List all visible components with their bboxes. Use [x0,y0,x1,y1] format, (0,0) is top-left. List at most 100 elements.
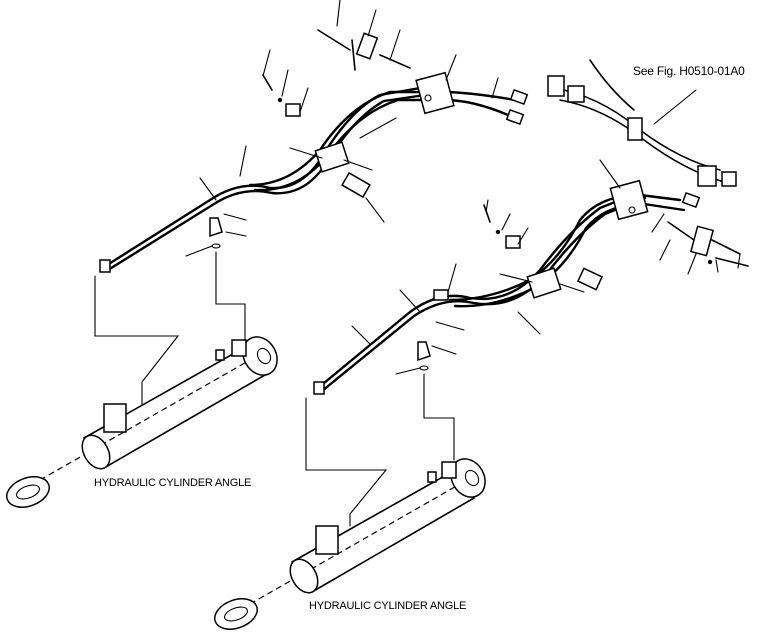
leader-line [336,0,341,27]
leader-line [223,213,247,221]
reference-hose [589,59,635,111]
routing-line [215,251,246,343]
reference-clamp [627,117,643,141]
hose-block [415,71,455,115]
port-block [441,461,457,479]
cylinder-head [450,458,486,498]
leader-line [343,159,373,171]
leader-line [367,9,377,37]
leader-line [445,54,457,81]
routing-line [305,397,388,527]
clamp-part [576,267,604,291]
leader-line [225,231,247,237]
see-figure-reference: See Fig. H0510-01A0 [633,64,745,78]
clamp-block [505,235,521,249]
reference-pointer [653,89,697,125]
hose-fitting [681,191,701,209]
o-ring [419,365,429,371]
leader-line [431,345,457,355]
leader-line [185,245,213,257]
cylinder-angle-label-1: HYDRAULIC CYLINDER ANGLE [94,477,252,489]
leader-line [399,289,421,313]
bracket-plate [355,32,379,60]
pin-bore [464,469,480,487]
hose-line [448,193,682,302]
clamp-block [285,103,301,117]
bracket-plate [689,225,715,257]
leader-line [289,147,323,159]
bolt-hole [424,94,432,102]
leader-line [365,197,385,223]
hose-fitting [433,289,449,301]
leader-line [239,145,247,177]
reference-fitting [567,85,585,103]
elbow-fitting [417,341,431,362]
leader-line [737,253,741,269]
bolt [262,74,273,91]
bolt [351,39,356,71]
hose-end-fitting [313,381,325,395]
reference-fitting [721,171,737,187]
washer [707,259,713,265]
leader-line [501,213,511,231]
leader-line [395,367,421,375]
cylinder-body-edge [311,497,475,593]
bolt [483,204,491,223]
hose-line [453,202,686,308]
hose-block [609,179,649,221]
clamp-part [341,171,371,199]
leader-line [491,77,499,99]
hose-clamp [314,141,350,173]
bolt [317,29,351,51]
routing-line [94,275,180,405]
hose-line [253,98,517,192]
bolt [715,257,749,267]
leader-line [715,259,719,273]
hose-line [320,196,647,393]
cylinder-end [289,558,319,594]
cylinder-end [81,434,111,470]
hose-line [106,93,427,272]
bolt-hole [628,206,636,214]
o-ring [211,243,221,249]
leader-line [517,311,541,335]
pin [667,221,695,241]
leader-line [435,321,465,331]
right-hose-assembly [305,159,749,527]
leader-line [687,253,697,275]
leader-line [517,227,529,245]
pin-bore [256,347,272,365]
hose-fitting [509,88,529,106]
reference-assembly [547,59,737,187]
hose-fitting [505,108,525,126]
pin [379,54,411,69]
cylinder-centerline [39,359,251,481]
reference-fitting [697,165,717,187]
hydraulic-cylinder-1 [6,336,278,508]
hydraulic-cylinder-2 [214,458,486,630]
port-fitting [215,349,225,361]
leader-line [351,325,371,345]
cylinder-angle-label-2: HYDRAULIC CYLINDER ANGLE [309,600,467,612]
hose-clamp [526,267,562,299]
leader-line [281,69,289,97]
leader-line [485,199,489,213]
hose-end-fitting [99,259,111,273]
leader-line [599,159,621,189]
elbow-fitting [209,217,223,238]
cylinder-centerline [249,483,461,605]
routing-line [423,373,455,461]
cylinder-body-edge [103,374,266,469]
leader-line [262,49,271,77]
port-block [231,339,247,357]
washer [495,229,501,235]
leader-line [359,117,397,139]
washer [277,97,283,103]
port-fitting [427,471,437,483]
rod-eye-bore [15,484,41,500]
leader-line [499,273,533,283]
reference-fitting [547,75,565,97]
leader-line [559,283,585,293]
